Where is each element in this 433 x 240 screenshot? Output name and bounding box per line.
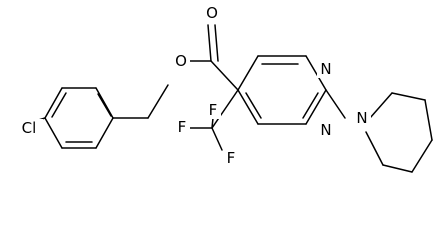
bond: [369, 92, 393, 119]
bond: [44, 87, 63, 119]
double-bond: [245, 92, 262, 119]
bond: [207, 24, 212, 62]
bond: [211, 89, 239, 129]
bond: [365, 131, 384, 166]
atom-label-chlorine: Cl: [22, 119, 37, 137]
bond: [44, 117, 63, 149]
bond: [382, 164, 413, 173]
atom-label-fluorine-top: F: [209, 101, 218, 119]
atom-label-fluorine-left: F: [178, 118, 187, 136]
piperidine-ring: [325, 89, 433, 173]
bond: [424, 99, 433, 141]
atom-label-ring-nitrogen-top: N: [320, 60, 331, 78]
bond: [237, 89, 259, 125]
double-bond: [51, 92, 67, 118]
bond: [211, 127, 223, 151]
atom-label-carbonyl-oxygen: O: [206, 4, 218, 22]
bond: [305, 89, 327, 125]
molecule-structure: Cl O O N N N F F F: [21, 4, 433, 173]
atom-label-piperidine-nitrogen: N: [356, 109, 367, 127]
bond: [237, 55, 259, 91]
bond: [95, 87, 114, 119]
chlorophenyl-ring: [44, 87, 114, 149]
double-bond: [214, 24, 219, 62]
pyrimidine-ring: [237, 55, 327, 125]
bond: [325, 89, 346, 119]
bond: [391, 92, 426, 101]
bond: [411, 139, 433, 173]
bond: [211, 117, 214, 129]
bond: [95, 117, 114, 149]
atom-label-ring-nitrogen-bottom: N: [320, 121, 331, 139]
ester-linker: [112, 24, 239, 119]
double-bond: [302, 92, 319, 119]
atom-label-fluorine-bottom: F: [227, 149, 236, 167]
bond: [305, 55, 327, 91]
bond: [147, 84, 169, 119]
trifluoromethyl-group: [189, 89, 239, 151]
atom-label-ester-oxygen: O: [175, 52, 187, 70]
bond: [210, 60, 239, 91]
double-bond: [97, 93, 112, 117]
